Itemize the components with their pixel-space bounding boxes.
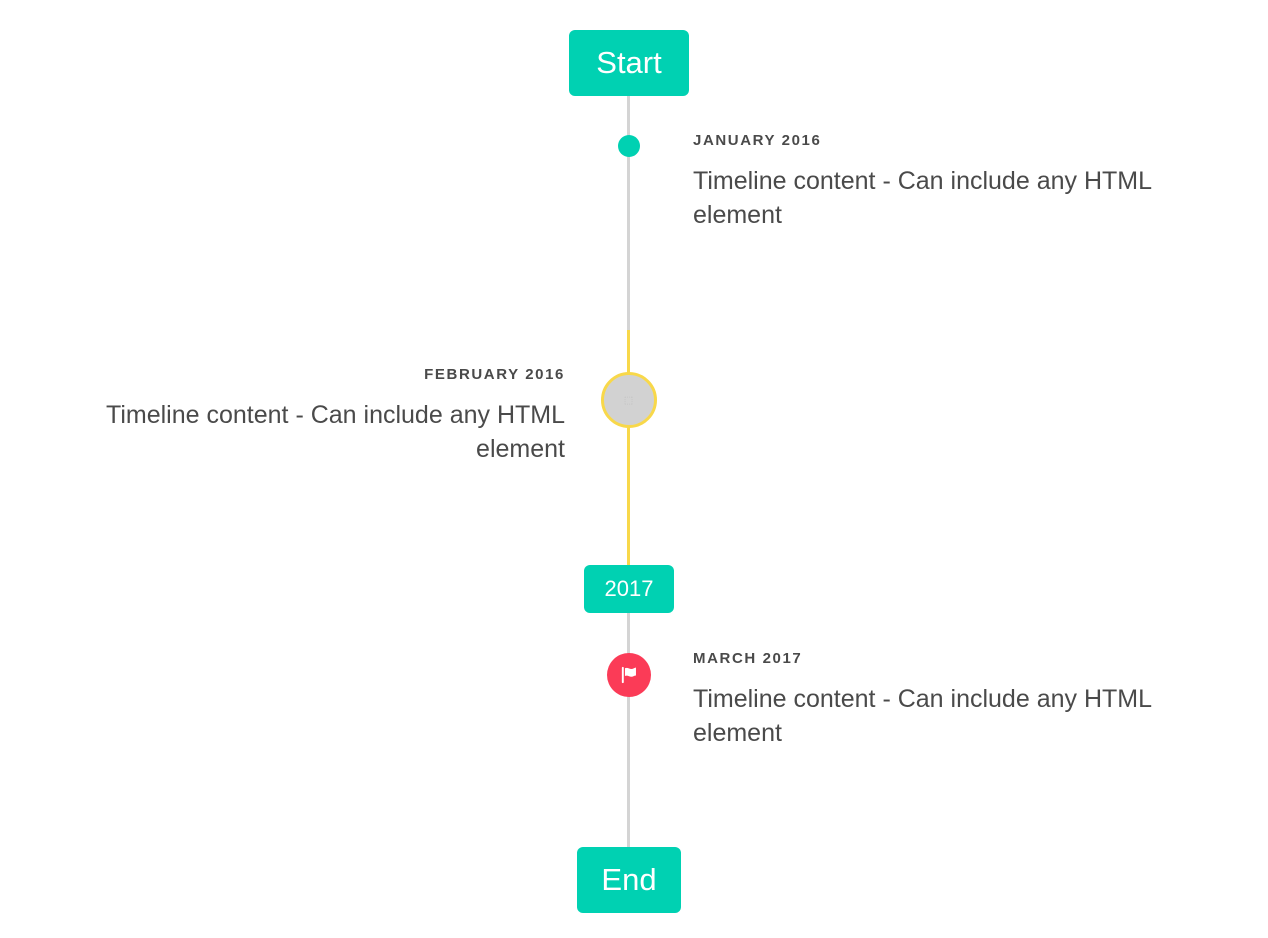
flag-icon[interactable]	[607, 653, 651, 697]
timeline-spine-lower	[627, 613, 630, 853]
timeline-entry-date: FEBRUARY 2016	[424, 366, 565, 383]
timeline-entry-body: Timeline content - Can include any HTML …	[106, 400, 565, 463]
timeline-entry-date: JANUARY 2016	[693, 132, 822, 149]
timeline-year-badge[interactable]: 2017	[584, 565, 674, 613]
timeline-entry-body: Timeline content - Can include any HTML …	[693, 166, 1152, 229]
glyph-text: ⬚	[624, 392, 634, 408]
timeline-entry-date: MARCH 2017	[693, 650, 803, 667]
timeline-spine-upper	[627, 95, 630, 330]
timeline-end-badge[interactable]: End	[577, 847, 681, 913]
timeline-entry-march: MARCH 2017 Timeline content - Can includ…	[693, 650, 1233, 750]
dot-icon[interactable]	[618, 135, 640, 157]
timeline-entry-body: Timeline content - Can include any HTML …	[693, 684, 1152, 747]
timeline-entry-february: FEBRUARY 2016 Timeline content - Can inc…	[40, 366, 565, 466]
timeline-entry-january: JANUARY 2016 Timeline content - Can incl…	[693, 132, 1233, 232]
placeholder-glyph-icon[interactable]: ⬚	[601, 372, 657, 428]
timeline-spine-highlight	[627, 330, 630, 565]
timeline-start-badge[interactable]: Start	[569, 30, 689, 96]
